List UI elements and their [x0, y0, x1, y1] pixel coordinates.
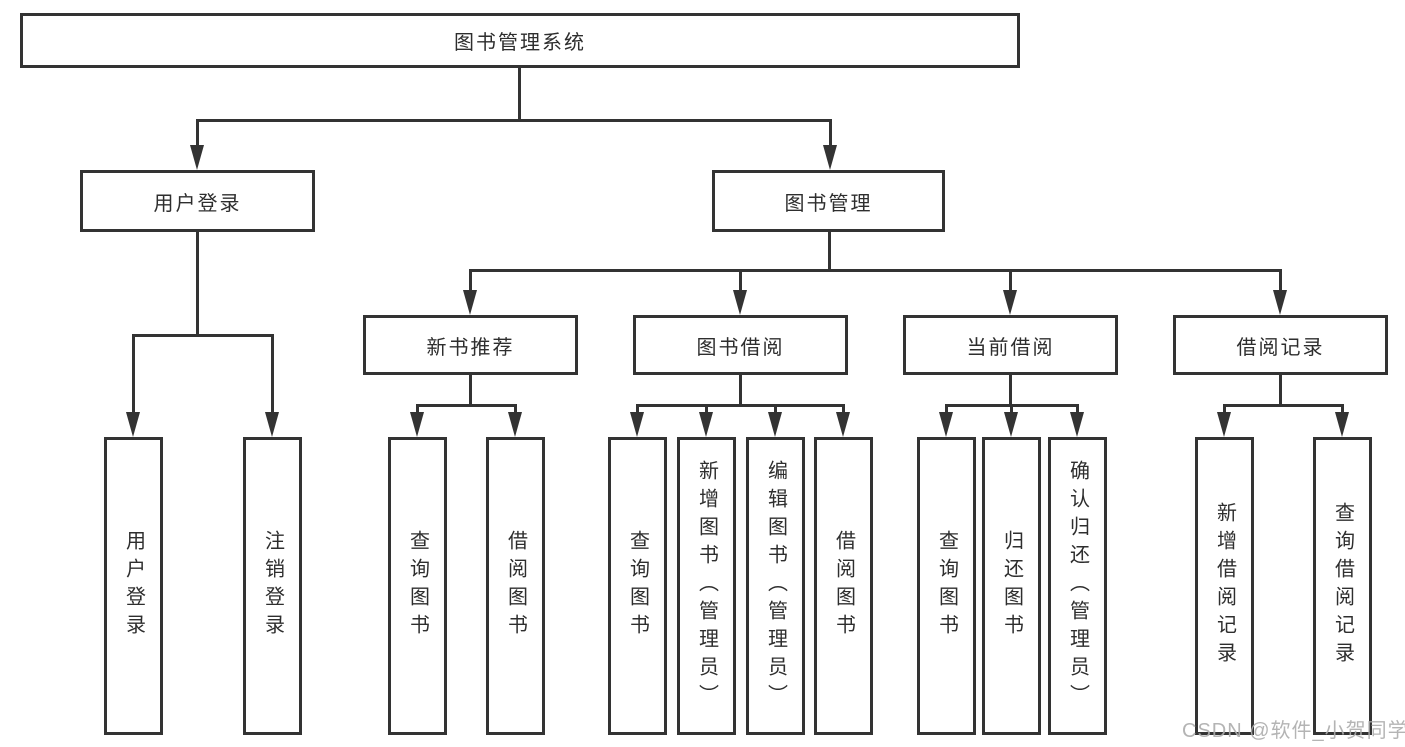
leaf-borrow-books-recommend: 借阅图书 — [486, 437, 545, 735]
arrow-down-icon — [823, 145, 837, 170]
node-library-management-system: 图书管理系统 — [20, 13, 1020, 68]
connector-line — [1010, 404, 1013, 414]
node-new-book-recommendation: 新书推荐 — [363, 315, 578, 375]
arrow-down-icon — [630, 412, 644, 437]
leaf-borrow-books-borrowing: 借阅图书 — [814, 437, 873, 735]
leaf-user-login: 用户登录 — [104, 437, 163, 735]
node-book-borrowing: 图书借阅 — [633, 315, 848, 375]
node-current-borrowing: 当前借阅 — [903, 315, 1118, 375]
connector-line — [518, 68, 521, 121]
connector-line — [469, 269, 472, 291]
connector-line — [469, 269, 1282, 272]
leaf-logout: 注销登录 — [243, 437, 302, 735]
leaf-return-books: 归还图书 — [982, 437, 1041, 735]
connector-line — [1279, 375, 1282, 406]
connector-line — [705, 404, 708, 414]
connector-line — [774, 404, 777, 414]
connector-line — [514, 404, 517, 414]
node-book-management: 图书管理 — [712, 170, 945, 232]
leaf-query-books-recommend: 查询图书 — [388, 437, 447, 735]
arrow-down-icon — [1070, 412, 1084, 437]
connector-line — [739, 375, 742, 406]
leaf-query-borrow-record: 查询借阅记录 — [1313, 437, 1372, 735]
connector-line — [829, 119, 832, 147]
connector-line — [842, 404, 845, 414]
connector-line — [271, 334, 274, 413]
leaf-add-borrow-record: 新增借阅记录 — [1195, 437, 1254, 735]
node-user-login: 用户登录 — [80, 170, 315, 232]
arrow-down-icon — [699, 412, 713, 437]
arrow-down-icon — [836, 412, 850, 437]
arrow-down-icon — [1273, 290, 1287, 315]
leaf-confirm-return-admin: 确认归还（管理员） — [1048, 437, 1107, 735]
arrow-down-icon — [410, 412, 424, 437]
connector-line — [636, 404, 845, 407]
arrow-down-icon — [1335, 412, 1349, 437]
arrow-down-icon — [1003, 290, 1017, 315]
connector-line — [739, 269, 742, 291]
leaf-edit-book-admin: 编辑图书（管理员） — [746, 437, 805, 735]
connector-line — [1223, 404, 1344, 407]
connector-line — [945, 404, 948, 414]
connector-line — [416, 404, 517, 407]
arrow-down-icon — [265, 412, 279, 437]
arrow-down-icon — [768, 412, 782, 437]
connector-line — [416, 404, 419, 414]
arrow-down-icon — [939, 412, 953, 437]
connector-line — [1076, 404, 1079, 414]
connector-line — [1009, 269, 1012, 291]
leaf-query-books-borrowing: 查询图书 — [608, 437, 667, 735]
node-borrowing-records: 借阅记录 — [1173, 315, 1388, 375]
csdn-watermark: CSDN @软件_小贺同学 — [1182, 720, 1405, 742]
connector-line — [132, 334, 274, 337]
arrow-down-icon — [733, 290, 747, 315]
arrow-down-icon — [1004, 412, 1018, 437]
connector-line — [469, 375, 472, 406]
connector-line — [1223, 404, 1226, 414]
connector-line — [196, 119, 832, 122]
connector-line — [636, 404, 639, 414]
arrow-down-icon — [463, 290, 477, 315]
leaf-add-book-admin: 新增图书（管理员） — [677, 437, 736, 735]
arrow-down-icon — [1217, 412, 1231, 437]
connector-line — [196, 232, 199, 336]
connector-line — [132, 334, 135, 413]
connector-line — [1341, 404, 1344, 414]
connector-line — [1009, 375, 1012, 406]
connector-line — [1279, 269, 1282, 291]
arrow-down-icon — [508, 412, 522, 437]
connector-line — [196, 119, 199, 147]
arrow-down-icon — [190, 145, 204, 170]
arrow-down-icon — [126, 412, 140, 437]
leaf-query-books-current: 查询图书 — [917, 437, 976, 735]
connector-line — [828, 232, 831, 272]
